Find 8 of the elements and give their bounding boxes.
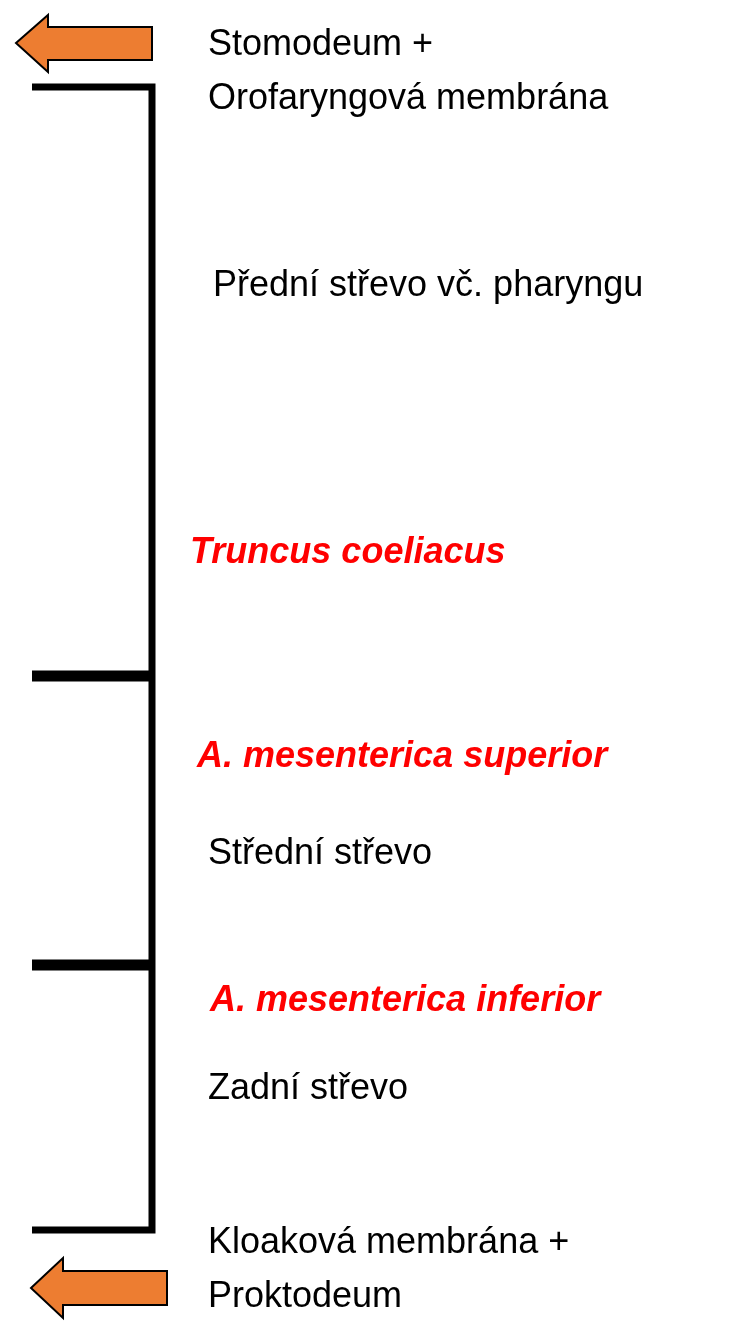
section-label: Zadní střevo: [208, 1065, 409, 1109]
artery-label: Truncus coeliacus: [190, 529, 506, 573]
section-label: Přední střevo vč. pharyngu: [213, 262, 644, 306]
artery-label: A. mesenterica inferior: [210, 977, 601, 1021]
section-label: Stomodeum + Orofaryngová membrána: [208, 21, 609, 119]
section-label: Kloaková membrána + Proktodeum: [208, 1219, 570, 1317]
section-label: Střední střevo: [208, 830, 433, 874]
artery-label: A. mesenterica superior: [197, 733, 608, 777]
